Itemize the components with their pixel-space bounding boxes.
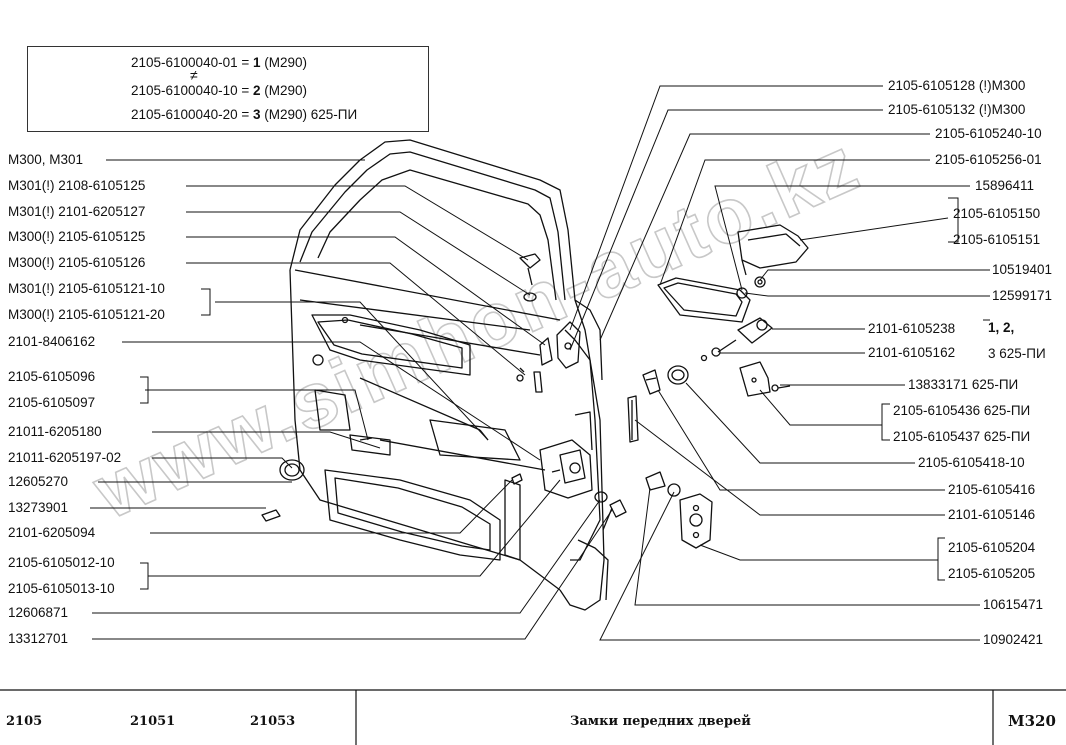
legend-line-1: 2105-6100040-01 = 1 (М290): [131, 55, 307, 70]
part-label: 10902421: [983, 632, 1044, 647]
part-label: 21011-6205180: [8, 424, 102, 439]
part-label: 12599171: [992, 288, 1053, 303]
part-label: 2105-6105150: [953, 206, 1041, 221]
watermark: www.simhon-auto.kz: [80, 119, 872, 536]
model-code: 21053: [250, 714, 296, 729]
part-label: 2105-6105416: [948, 482, 1036, 497]
part-label: М300, М301: [8, 152, 84, 167]
door-striker: [645, 471, 713, 549]
part-label: 10519401: [992, 262, 1053, 277]
part-label: 13833171 625-ПИ: [908, 377, 1019, 392]
variant-legend: 2105-6100040-01 = 1 (М290) ≠ 2105-610004…: [27, 46, 429, 132]
part-label: 2105-6105240-10: [935, 126, 1042, 141]
lock-mechanism: [519, 321, 593, 499]
legend-line-3: 2105-6100040-20 = 3 (М290) 625-ПИ: [131, 107, 357, 122]
legend-variant-num: 1: [252, 55, 261, 70]
model-code: 21051: [130, 714, 176, 729]
part-label: 21011-6205197-02: [8, 450, 122, 465]
variant-note: 1, 2,: [988, 320, 1015, 335]
outer-handle: [657, 277, 751, 323]
section-code: М320: [1008, 712, 1056, 730]
part-label: 2105-6105204: [948, 540, 1036, 555]
part-label: 2105-6105437 625-ПИ: [893, 429, 1031, 444]
variant-note: 3 625-ПИ: [988, 346, 1046, 361]
part-label: 2105-6105256-01: [935, 152, 1042, 167]
lock-cylinder: [700, 317, 773, 362]
not-equal-sign: ≠: [190, 67, 198, 83]
legend-tail: (М290): [260, 55, 308, 70]
part-label: 2105-6105205: [948, 566, 1036, 581]
part-label: 2105-6105096: [8, 369, 96, 384]
part-label: 2105-6105013-10: [8, 581, 115, 596]
part-label: 2105-6105128 (!)М300: [888, 78, 1026, 93]
striker-plate-small: [739, 361, 791, 397]
part-label: М301(!) 2108-6105125: [8, 178, 146, 193]
spring-clip: [642, 369, 661, 395]
part-label: 2101-6105238: [868, 321, 956, 336]
footer-rules: [0, 689, 1066, 745]
part-label: 2105-6105436 625-ПИ: [893, 403, 1031, 418]
part-label: 2101-6105146: [948, 507, 1036, 522]
legend-code: 2105-6100040-01 =: [131, 55, 253, 70]
part-label: 2101-8406162: [8, 334, 96, 349]
part-label: 2105-6105097: [8, 395, 96, 410]
retainer-ring: [667, 365, 689, 385]
model-code: 2105: [6, 714, 43, 729]
part-label: М301(!) 2105-6105121-10: [8, 281, 165, 296]
legend-code: 2105-6100040-20 =: [131, 107, 253, 122]
legend-variant-num: 3: [252, 107, 261, 122]
legend-tail: (М290): [260, 83, 308, 98]
part-label: 2105-6105132 (!)М300: [888, 102, 1026, 117]
handle-bracket: [736, 224, 809, 299]
part-label: 13273901: [8, 500, 69, 515]
leader-lines: [90, 85, 990, 641]
part-label: М300(!) 2105-6105126: [8, 255, 146, 270]
legend-variant-num: 2: [252, 83, 261, 98]
part-label: 2105-6105012-10: [8, 555, 115, 570]
part-label: 12605270: [8, 474, 69, 489]
part-label: М301(!) 2101-6205127: [8, 204, 146, 219]
hardware: [261, 253, 627, 531]
part-label: М300(!) 2105-6105121-20: [8, 307, 165, 322]
lock-rods: [349, 324, 546, 471]
part-label: 12606871: [8, 605, 69, 620]
part-label: 2101-6205094: [8, 525, 96, 540]
legend-line-2: 2105-6100040-10 = 2 (М290): [131, 83, 307, 98]
legend-code: 2105-6100040-10 =: [131, 83, 253, 98]
part-label: 2105-6105151: [953, 232, 1041, 247]
part-label: 15896411: [975, 178, 1035, 193]
rod-link: [627, 395, 639, 443]
footer-bar: 2105 21051 21053 Замки передних дверей М…: [0, 690, 1066, 745]
part-label: 10615471: [983, 597, 1044, 612]
legend-tail: (М290) 625-ПИ: [260, 107, 358, 122]
part-label: 2105-6105418-10: [918, 455, 1025, 470]
page-title: Замки передних дверей: [570, 714, 751, 729]
part-label: 2101-6105162: [868, 345, 956, 360]
part-label: 13312701: [8, 631, 69, 646]
door-frame: [289, 139, 609, 611]
part-label: М300(!) 2105-6105125: [8, 229, 146, 244]
